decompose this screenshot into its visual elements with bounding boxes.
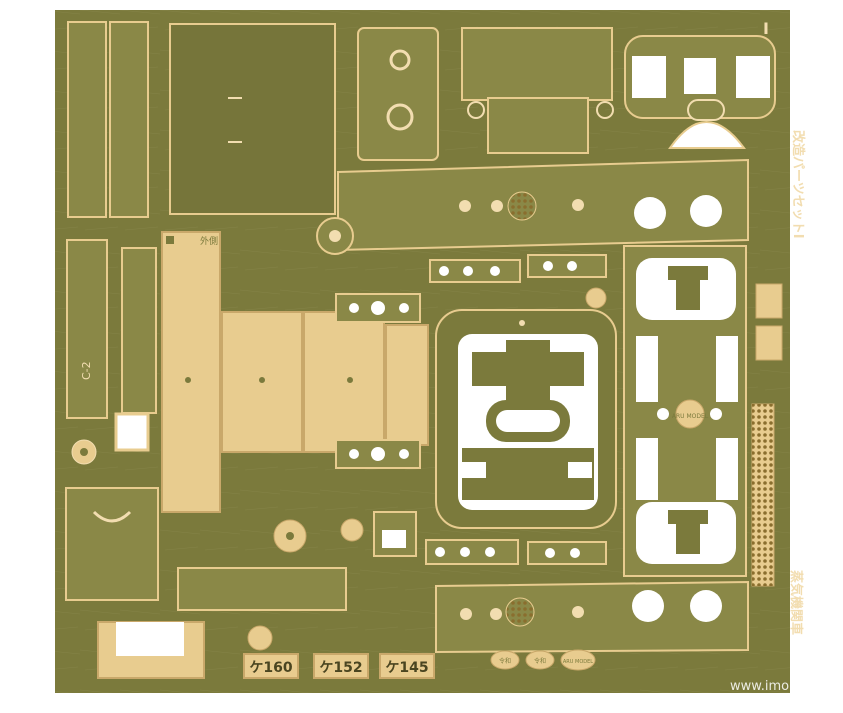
- cab-side-band: [337, 158, 749, 252]
- plate-3: ケ145: [385, 660, 428, 676]
- number-plates: [243, 653, 435, 679]
- outer-tag: 外側: [200, 235, 218, 247]
- emblem-label-1: 令和: [499, 657, 511, 665]
- c-tag: C-2: [80, 361, 93, 380]
- round-badge: ARU MODEL: [672, 413, 709, 420]
- front-deck-plates: [161, 231, 429, 513]
- left-long-part: [66, 239, 108, 419]
- plate-2: ケ152: [319, 660, 362, 676]
- emblem-label-3: ARU MODEL: [563, 659, 593, 665]
- strip-parts: [67, 21, 149, 218]
- lower-left-part: [65, 487, 159, 601]
- central-frame-part: [435, 309, 617, 529]
- emblem-ovals: [490, 649, 596, 671]
- plate-1: ケ160: [249, 660, 292, 676]
- cab-roof-panel: [169, 23, 336, 215]
- emblem-label-2: 令和: [534, 657, 546, 665]
- watermark: www.imon.co.jp: [730, 679, 832, 694]
- vertical-title-2: 蒸気機関車: [788, 570, 804, 635]
- vertical-title-1: 改造パーツセットI: [790, 130, 806, 239]
- bracket-part: [461, 27, 613, 101]
- smokebox-door-panel: [357, 27, 439, 161]
- corner-mark: I: [763, 19, 769, 38]
